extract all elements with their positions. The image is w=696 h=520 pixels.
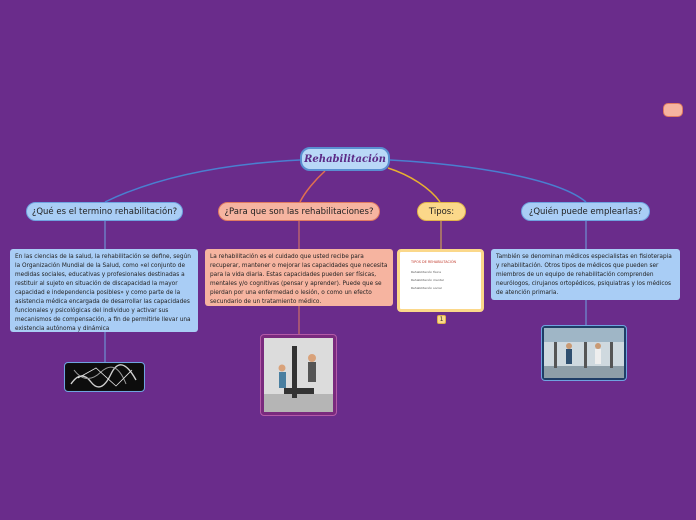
branch-definition[interactable]: ¿Qué es el termino rehabilitación?	[26, 202, 183, 221]
exercise-illustration	[264, 338, 333, 412]
branch-purpose[interactable]: ¿Para que son las rehabilitaciones?	[218, 202, 380, 221]
types-slide-image[interactable]: TIPOS DE REHABILITACIÓN Rehabilitación f…	[397, 249, 484, 312]
attachment-count-badge[interactable]: 1	[437, 315, 446, 324]
branch-who[interactable]: ¿Quién puede emplearlas?	[521, 202, 650, 221]
definition-text: En las ciencias de la salud, la rehabili…	[10, 249, 198, 332]
branch-types[interactable]: Tipos:	[417, 202, 466, 221]
types-slide-title: TIPOS DE REHABILITACIÓN	[411, 260, 456, 264]
xray-image[interactable]	[64, 362, 145, 392]
types-slide: TIPOS DE REHABILITACIÓN Rehabilitación f…	[400, 252, 481, 309]
types-slide-line: Rehabilitación social	[411, 286, 442, 290]
rehab-center-image[interactable]	[541, 325, 627, 381]
central-topic[interactable]: Rehabilitación	[300, 147, 390, 171]
floating-topic-node[interactable]	[663, 103, 683, 117]
types-slide-line: Rehabilitación mental	[411, 278, 444, 282]
types-slide-line: Rehabilitación física	[411, 270, 441, 274]
rehab-center-illustration	[544, 328, 624, 378]
who-text: También se denominan médicos especialist…	[491, 249, 680, 300]
exercise-machine-image[interactable]	[260, 334, 337, 416]
xray-illustration	[66, 364, 143, 390]
purpose-text: La rehabilitación es el cuidado que uste…	[205, 249, 393, 306]
